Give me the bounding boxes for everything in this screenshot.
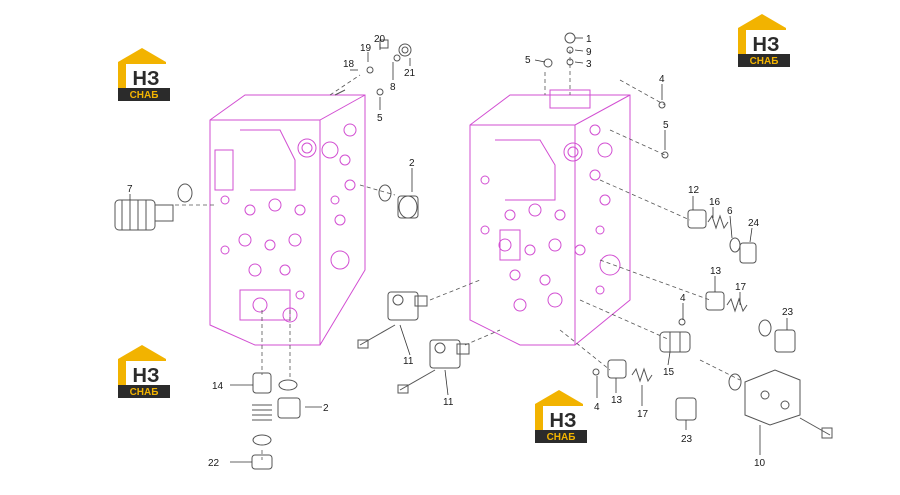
callout-labels: 1 9 3 5 4 5 20 19 18 21 8 5 2 7 12 16 6 … bbox=[127, 34, 794, 469]
callout-11: 11 bbox=[403, 356, 414, 367]
callout-17: 17 bbox=[735, 282, 747, 293]
logo-word: СНАБ bbox=[547, 432, 576, 443]
part-stack-top-right bbox=[543, 32, 669, 159]
callout-24: 24 bbox=[748, 218, 760, 229]
callout-5: 5 bbox=[525, 55, 531, 66]
callout-20: 20 bbox=[374, 34, 386, 45]
logo-letters: НЗ bbox=[133, 365, 160, 387]
callout-5: 5 bbox=[663, 120, 669, 131]
callout-6: 6 bbox=[727, 206, 733, 217]
callout-23: 23 bbox=[681, 434, 693, 445]
logo-word: СНАБ bbox=[130, 90, 159, 101]
brand-logo: НЗ СНАБ bbox=[118, 345, 170, 398]
callout-4: 4 bbox=[680, 293, 686, 304]
part-cartridge-7 bbox=[114, 183, 193, 231]
callout-18: 18 bbox=[343, 59, 355, 70]
left-valve-housing bbox=[209, 94, 366, 346]
part-block-10 bbox=[728, 369, 833, 439]
logo-word: СНАБ bbox=[130, 387, 159, 398]
part-solenoid-11-lower bbox=[397, 339, 470, 394]
callout-13: 13 bbox=[710, 266, 722, 277]
callout-2: 2 bbox=[323, 403, 329, 414]
callout-15: 15 bbox=[663, 367, 675, 378]
callout-8: 8 bbox=[390, 82, 396, 93]
callout-2: 2 bbox=[409, 158, 415, 169]
callout-11: 11 bbox=[443, 397, 454, 408]
callout-9: 9 bbox=[586, 47, 592, 58]
callout-4: 4 bbox=[659, 74, 665, 85]
part-spool-15 bbox=[659, 331, 691, 353]
logo-letters: НЗ bbox=[133, 68, 160, 90]
brand-logo: НЗ СНАБ bbox=[535, 390, 587, 443]
callout-10: 10 bbox=[754, 458, 766, 469]
callout-12: 12 bbox=[688, 185, 700, 196]
right-valve-housing bbox=[469, 89, 631, 346]
logo-letters: НЗ bbox=[753, 34, 780, 56]
logo-word: СНАБ bbox=[750, 56, 779, 67]
callout-3: 3 bbox=[586, 59, 592, 70]
callout-4: 4 bbox=[594, 402, 600, 413]
callout-22: 22 bbox=[208, 458, 220, 469]
callout-23: 23 bbox=[782, 307, 794, 318]
part-valve-row-12 bbox=[687, 209, 757, 264]
callout-19: 19 bbox=[360, 43, 372, 54]
assembly-axis-lines bbox=[175, 50, 741, 460]
logo-letters: НЗ bbox=[550, 410, 577, 432]
brand-logo: НЗ СНАБ bbox=[118, 48, 170, 101]
callout-21: 21 bbox=[404, 68, 416, 79]
part-plug-2-top bbox=[378, 184, 419, 219]
callout-14: 14 bbox=[212, 381, 224, 392]
callout-leader-lines bbox=[129, 37, 788, 463]
callout-17: 17 bbox=[637, 409, 649, 420]
callout-5: 5 bbox=[377, 113, 383, 124]
callout-7: 7 bbox=[127, 184, 133, 195]
part-valve-row-bottom bbox=[592, 318, 697, 421]
part-stack-bottom-left bbox=[251, 372, 301, 470]
brand-logo: НЗ СНАБ bbox=[738, 14, 790, 67]
callout-1: 1 bbox=[586, 34, 592, 45]
callout-13: 13 bbox=[611, 395, 623, 406]
part-solenoid-11-upper bbox=[357, 291, 428, 349]
callout-16: 16 bbox=[709, 197, 721, 208]
part-valve-row-13 bbox=[705, 291, 796, 353]
